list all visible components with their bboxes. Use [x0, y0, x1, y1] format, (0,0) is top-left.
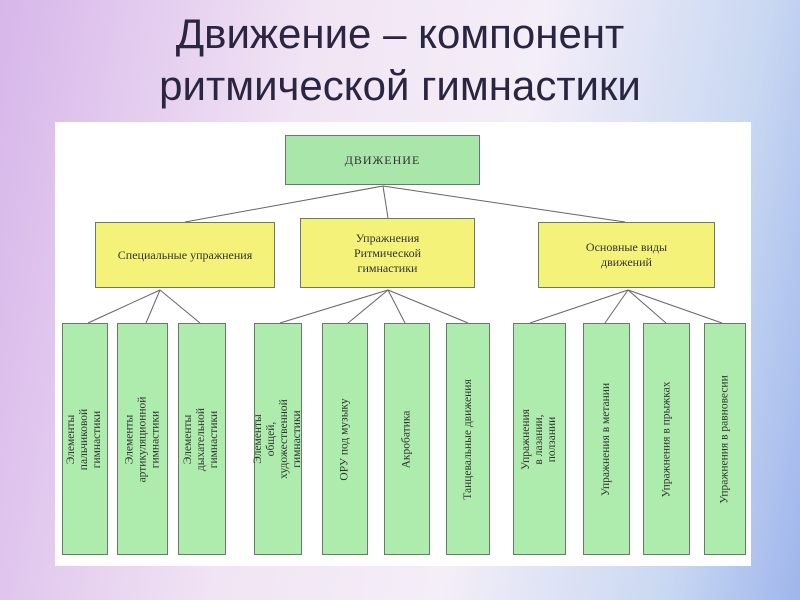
leaf-node: Упражнения в прыжках: [643, 323, 690, 555]
connector: [159, 289, 201, 324]
group-node-special: Специальные упражнения: [95, 222, 275, 288]
leaf-node: Элементы дыхательной гимнастики: [178, 323, 226, 555]
leaf-node: Элементы пальчиковой гимнастики: [62, 323, 108, 555]
leaf-node: ОРУ под музыку: [322, 323, 368, 555]
connector: [387, 289, 469, 324]
title-line-1: Движение – компонент: [175, 10, 625, 57]
connector: [604, 289, 629, 324]
connector: [279, 289, 389, 324]
group-node-rhythmic: Упражнения Ритмической гимнастики: [300, 218, 475, 288]
leaf-node: Упражнения в метании: [583, 323, 630, 555]
connector: [387, 289, 406, 324]
connector: [529, 289, 629, 324]
leaf-node: Упражнения в равновесии: [704, 323, 746, 555]
connector: [382, 185, 389, 219]
group-node-basic: Основные виды движений: [538, 222, 715, 288]
connector: [382, 185, 626, 223]
leaf-node: Танцевальные движения: [446, 323, 490, 555]
connector: [87, 289, 161, 324]
connector: [347, 289, 389, 324]
leaf-node: Элементы общей, художественной гимнастик…: [252, 323, 303, 555]
leaf-node: Упражнения в лазании, ползании: [513, 323, 566, 555]
connector: [184, 185, 384, 223]
root-node: ДВИЖЕНИЕ: [285, 135, 480, 185]
title-line-2: ритмической гимнастики: [159, 62, 641, 109]
connector: [627, 289, 723, 324]
slide-title: Движение – компонент ритмической гимнаст…: [0, 8, 800, 112]
leaf-node: Акробатика: [384, 323, 430, 555]
leaf-node: Элементы артикуляционной гимнастики: [117, 323, 168, 555]
connector: [145, 289, 161, 324]
connector: [627, 289, 667, 324]
